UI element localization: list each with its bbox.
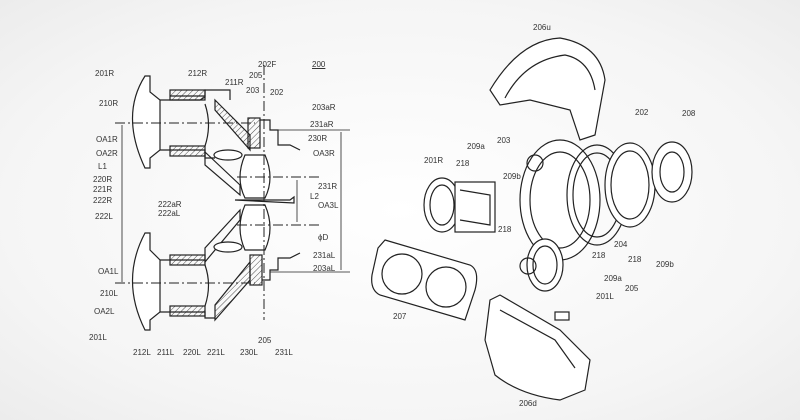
label: OA1R — [96, 135, 118, 144]
label: 211L — [157, 348, 175, 357]
label: 204 — [614, 240, 628, 249]
label: 202F — [258, 60, 277, 69]
label: 208 — [682, 109, 696, 118]
label: 230L — [240, 348, 258, 357]
label: 222R — [93, 196, 113, 205]
label: 203 — [246, 86, 260, 95]
label: 221L — [207, 348, 225, 357]
label: 231R — [318, 182, 338, 191]
label: 210L — [100, 289, 118, 298]
label: 231aL — [313, 251, 336, 260]
figure-ref-200: 200 — [312, 60, 326, 69]
label: 220L — [183, 348, 201, 357]
label: 222aR — [158, 200, 182, 209]
label: 201R — [424, 156, 444, 165]
label: 218 — [456, 159, 470, 168]
label: L2 — [310, 192, 319, 201]
label: 201R — [95, 69, 115, 78]
cross-section-view — [115, 65, 350, 331]
label: 205 — [258, 336, 272, 345]
label: 203aR — [312, 103, 336, 112]
label: ϕD — [318, 233, 329, 242]
label: 205 — [249, 71, 263, 80]
label: 201L — [596, 292, 614, 301]
label: 209a — [467, 142, 485, 151]
label: 220R — [93, 175, 113, 184]
label: 231aR — [310, 120, 334, 129]
label: 203aL — [313, 264, 336, 273]
label: 222aL — [158, 209, 181, 218]
label: 211R — [225, 78, 244, 87]
label: OA1L — [98, 267, 119, 276]
label: 206u — [533, 23, 551, 32]
label: 209b — [656, 260, 674, 269]
label: 205 — [625, 284, 639, 293]
label: 202 — [270, 88, 284, 97]
label: 212R — [188, 69, 208, 78]
label: 230R — [308, 134, 328, 143]
label: 231L — [275, 348, 293, 357]
label: OA3L — [318, 201, 339, 210]
label: 203 — [497, 136, 511, 145]
label: 212L — [133, 348, 151, 357]
label: 218 — [592, 251, 606, 260]
label: 207 — [393, 312, 407, 321]
exploded-view — [371, 37, 693, 401]
label: 202 — [635, 108, 649, 117]
label: OA3R — [313, 149, 335, 158]
label: OA2R — [96, 149, 118, 158]
label: 201L — [89, 333, 107, 342]
label: OA2L — [94, 307, 115, 316]
label: 222L — [95, 212, 113, 221]
label: 206d — [519, 399, 537, 408]
label: 209a — [604, 274, 622, 283]
label: 218 — [498, 225, 512, 234]
label: 209b — [503, 172, 521, 181]
label: 210R — [99, 99, 119, 108]
label: L1 — [98, 162, 107, 171]
label: 221R — [93, 185, 113, 194]
label: 218 — [628, 255, 642, 264]
